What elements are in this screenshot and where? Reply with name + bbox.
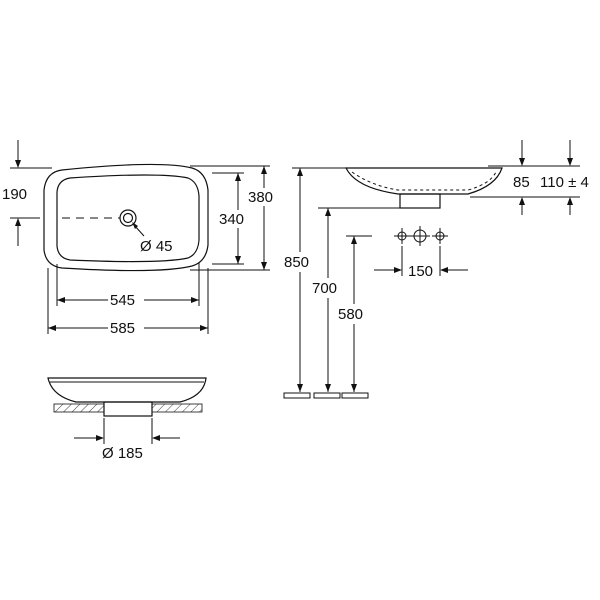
tap-hole-diameter-label: Ø 45: [140, 238, 173, 255]
rim-height-label: 110 ± 4: [540, 174, 589, 191]
countertop-right: [151, 403, 203, 413]
tap-hole-inner: [122, 212, 134, 224]
inner-height-340-label: 340: [219, 211, 244, 228]
countertop-left: [53, 403, 105, 413]
tap-fitting-left: [394, 228, 410, 244]
outer-height-380-label: 380: [248, 189, 273, 206]
tap-hole: [119, 209, 137, 227]
top-view: Ø 45 190 340 380: [2, 140, 280, 337]
basin-side-inner: [351, 171, 497, 191]
front-view: Ø 185: [47, 377, 207, 462]
offset-190-label: 190: [2, 186, 27, 203]
height-85-label: 85: [513, 174, 530, 191]
side-view: 85 110 ± 4 850 700 580: [282, 140, 589, 399]
outer-width-585-label: 585: [110, 320, 135, 337]
install-580-label: 580: [338, 306, 363, 323]
floor-pad-1: [283, 392, 311, 399]
waste-diameter-label: Ø 185: [102, 445, 143, 462]
side-waste-outlet: [399, 193, 441, 209]
basin-inner-outline: [56, 174, 200, 263]
basin-side-profile: [345, 167, 503, 195]
waste-outlet: [103, 401, 153, 417]
tap-fitting-center: [410, 226, 430, 246]
install-700-label: 700: [312, 280, 337, 297]
inner-width-545-label: 545: [110, 292, 135, 309]
tap-fitting-right: [432, 228, 448, 244]
basin-outer-outline: [43, 163, 209, 272]
basin-front-profile: [47, 377, 207, 403]
install-850-label: 850: [284, 254, 309, 271]
floor-pad-3: [341, 392, 369, 399]
tap-spacing-label: 150: [408, 263, 433, 280]
floor-pad-2: [313, 392, 341, 399]
